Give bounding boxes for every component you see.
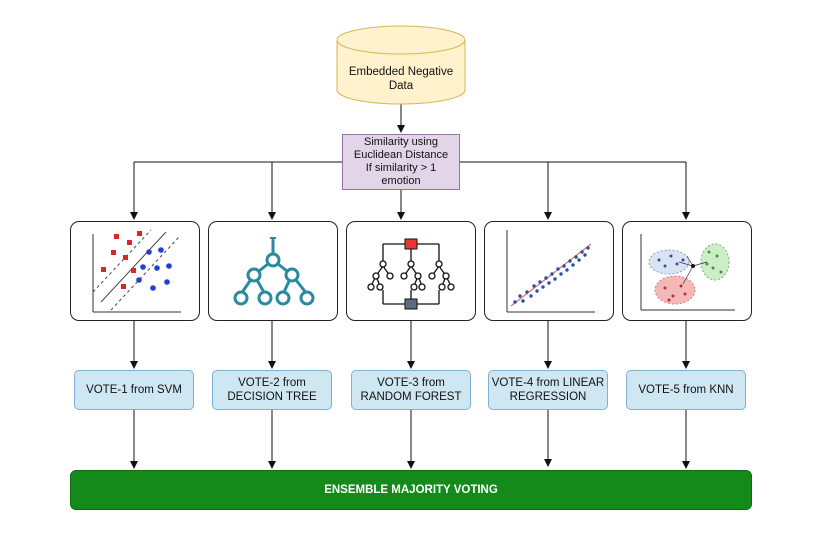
random-forest-icon	[367, 238, 455, 310]
linear-regression-icon	[506, 230, 595, 313]
decision-tree-icon	[233, 237, 315, 306]
knn-card	[622, 221, 752, 321]
vote-label-linear-regression: VOTE-4 from LINEAR REGRESSION	[491, 377, 605, 403]
ensemble-box	[70, 470, 752, 510]
ensemble-label: ENSEMBLE MAJORITY VOTING	[324, 484, 498, 496]
vote-box-svm	[74, 370, 194, 410]
vote-label-knn: VOTE-5 from KNN	[638, 384, 734, 396]
vote-label-decision-tree: VOTE-2 from DECISION TREE	[227, 377, 317, 403]
vote-box-knn	[626, 370, 746, 410]
similarity-label: Similarity using Euclidean Distance If s…	[353, 136, 449, 187]
linear-regression-card	[484, 221, 614, 321]
vote-label-random-forest: VOTE-3 from RANDOM FOREST	[360, 377, 462, 403]
random-forest-card	[346, 221, 476, 321]
svm-scatter-icon	[92, 229, 181, 313]
vote-box-decision-tree	[212, 370, 332, 410]
vote-box-linear-regression	[488, 370, 608, 410]
knn-clusters-icon	[640, 234, 735, 311]
source-label: Embedded Negative Data	[348, 66, 454, 92]
similarity-box	[342, 134, 460, 190]
svm-card	[70, 221, 200, 321]
decision-tree-card	[208, 221, 338, 321]
vote-box-random-forest	[351, 370, 471, 410]
vote-label-svm: VOTE-1 from SVM	[86, 384, 182, 396]
